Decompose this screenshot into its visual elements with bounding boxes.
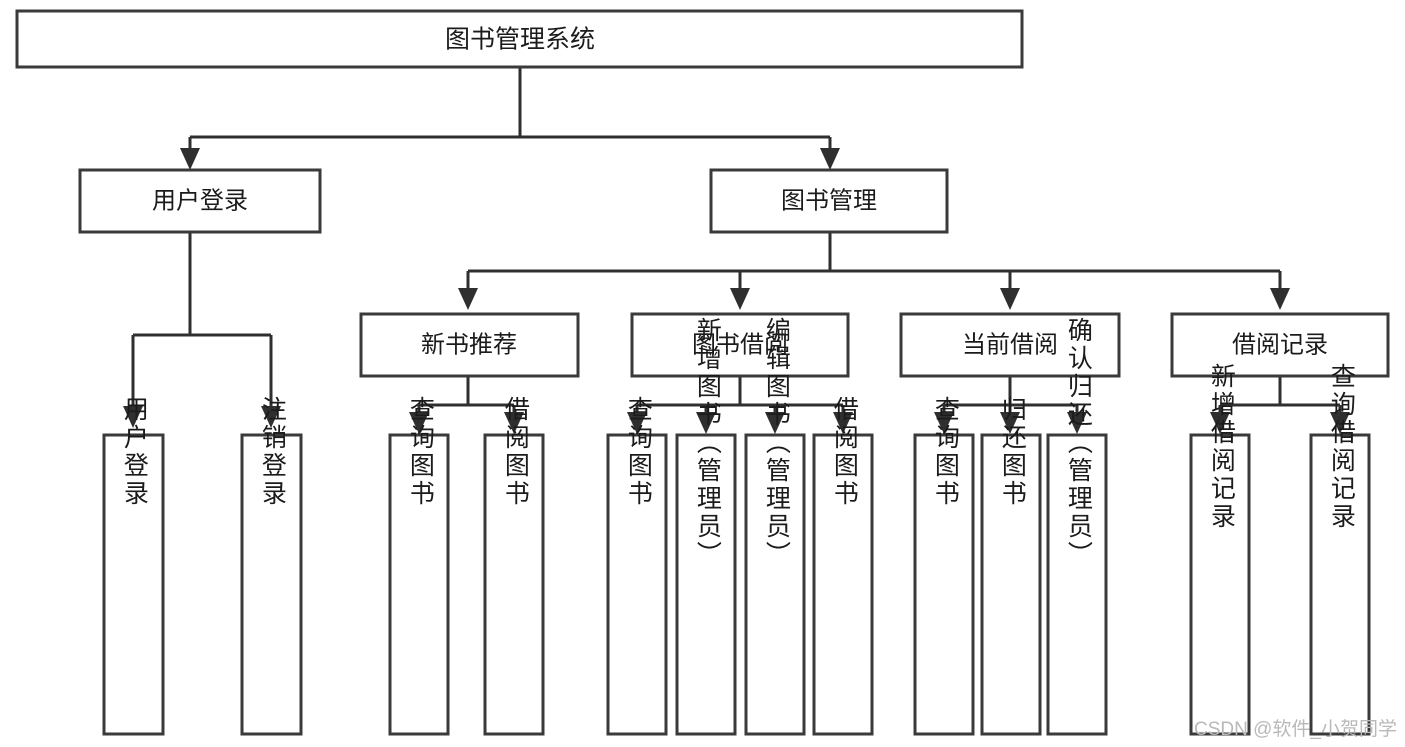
node-leaf-query-book-2[interactable]: 查询图书 <box>606 396 668 736</box>
node-leaf-confirm-return[interactable]: 确认归还（管理员） <box>1046 317 1108 736</box>
node-leaf-query-record-label: 查询借阅记录 <box>1327 363 1356 531</box>
node-leaf-query-book-3-label: 查询图书 <box>931 396 960 508</box>
node-leaf-logout-login[interactable]: 注销登录 <box>240 396 303 736</box>
node-leaf-add-record-label: 新增借阅记录 <box>1207 363 1236 531</box>
node-leaf-edit-book-box[interactable] <box>744 433 806 736</box>
node-borrow-record-box[interactable] <box>1170 312 1390 378</box>
node-leaf-confirm-return-box[interactable] <box>1046 433 1108 736</box>
node-leaf-query-book-2-label: 查询图书 <box>624 396 653 508</box>
node-leaf-user-login-box[interactable] <box>102 433 165 736</box>
arrow-to-book-borrow <box>730 288 750 310</box>
node-new-book-recommend[interactable]: 新书推荐 <box>359 312 580 378</box>
node-user-login[interactable]: 用户登录 <box>78 168 322 234</box>
node-leaf-add-record-box[interactable] <box>1189 433 1251 736</box>
arrow-to-current-borrow <box>1000 288 1020 310</box>
node-root[interactable]: 图书管理系统 <box>15 9 1024 69</box>
arrow-to-user-login <box>180 148 200 170</box>
arrow-to-new-book-recommend <box>458 288 478 310</box>
node-leaf-add-book-label: 新增图书（管理员） <box>693 317 722 569</box>
node-leaf-edit-book[interactable]: 编辑图书（管理员） <box>744 317 806 736</box>
node-leaf-edit-book-label: 编辑图书（管理员） <box>762 317 791 569</box>
node-leaf-add-record[interactable]: 新增借阅记录 <box>1189 363 1251 736</box>
node-leaf-borrow-book-1[interactable]: 借阅图书 <box>483 396 545 736</box>
arrow-to-book-management <box>820 148 840 170</box>
node-leaf-add-book-box[interactable] <box>675 433 737 736</box>
node-current-borrow-box[interactable] <box>899 312 1121 378</box>
node-leaf-query-record[interactable]: 查询借阅记录 <box>1309 363 1371 736</box>
node-book-borrow[interactable]: 图书借阅 <box>630 312 850 378</box>
node-root-label: 图书管理系统 <box>445 26 595 54</box>
node-leaf-logout-login-box[interactable] <box>240 433 303 736</box>
node-borrow-record-label: 借阅记录 <box>1232 331 1328 358</box>
connector-group-user-login <box>123 232 281 428</box>
node-root-box[interactable] <box>15 9 1024 69</box>
node-book-borrow-label: 图书借阅 <box>692 331 788 358</box>
arrow-to-borrow-record <box>1270 288 1290 310</box>
node-leaf-confirm-return-label: 确认归还（管理员） <box>1064 317 1093 569</box>
node-leaf-borrow-book-2-box[interactable] <box>812 433 874 736</box>
node-leaf-borrow-book-2-label: 借阅图书 <box>830 396 859 508</box>
node-user-login-label: 用户登录 <box>152 187 248 214</box>
node-book-management-label: 图书管理 <box>781 187 877 214</box>
node-leaf-borrow-book-1-box[interactable] <box>483 433 545 736</box>
node-leaf-query-book-2-box[interactable] <box>606 433 668 736</box>
node-leaf-query-record-box[interactable] <box>1309 433 1371 736</box>
node-user-login-box[interactable] <box>78 168 322 234</box>
node-leaf-logout-login-label: 注销登录 <box>258 396 287 508</box>
node-leaf-return-book[interactable]: 归还图书 <box>980 396 1042 736</box>
node-leaf-query-book-1-label: 查询图书 <box>406 396 435 508</box>
node-borrow-record[interactable]: 借阅记录 <box>1170 312 1390 378</box>
node-current-borrow[interactable]: 当前借阅 <box>899 312 1121 378</box>
node-leaf-user-login-label: 用户登录 <box>120 396 149 508</box>
node-leaf-user-login[interactable]: 用户登录 <box>102 396 165 736</box>
connector-group-borrow-record <box>1210 376 1350 434</box>
node-leaf-query-book-1-box[interactable] <box>388 433 450 736</box>
node-leaf-query-book-1[interactable]: 查询图书 <box>388 396 450 736</box>
connector-group-book-management <box>458 232 1290 310</box>
node-new-book-recommend-box[interactable] <box>359 312 580 378</box>
node-book-borrow-box[interactable] <box>630 312 850 378</box>
node-leaf-return-book-label: 归还图书 <box>998 396 1027 508</box>
node-book-management-box[interactable] <box>709 168 949 234</box>
connector-group-new-book-recommend <box>409 376 524 434</box>
node-leaf-add-book[interactable]: 新增图书（管理员） <box>675 317 737 736</box>
node-leaf-borrow-book-2[interactable]: 借阅图书 <box>812 396 874 736</box>
connector-group-book-borrow <box>627 376 853 434</box>
node-leaf-query-book-3[interactable]: 查询图书 <box>913 396 975 736</box>
connector-group-current-borrow <box>934 376 1087 434</box>
node-leaf-return-book-box[interactable] <box>980 433 1042 736</box>
connector-group-root <box>180 67 840 170</box>
node-leaf-borrow-book-1-label: 借阅图书 <box>501 396 530 508</box>
node-new-book-recommend-label: 新书推荐 <box>421 331 517 358</box>
node-leaf-query-book-3-box[interactable] <box>913 433 975 736</box>
node-current-borrow-label: 当前借阅 <box>962 331 1058 358</box>
node-book-management[interactable]: 图书管理 <box>709 168 949 234</box>
